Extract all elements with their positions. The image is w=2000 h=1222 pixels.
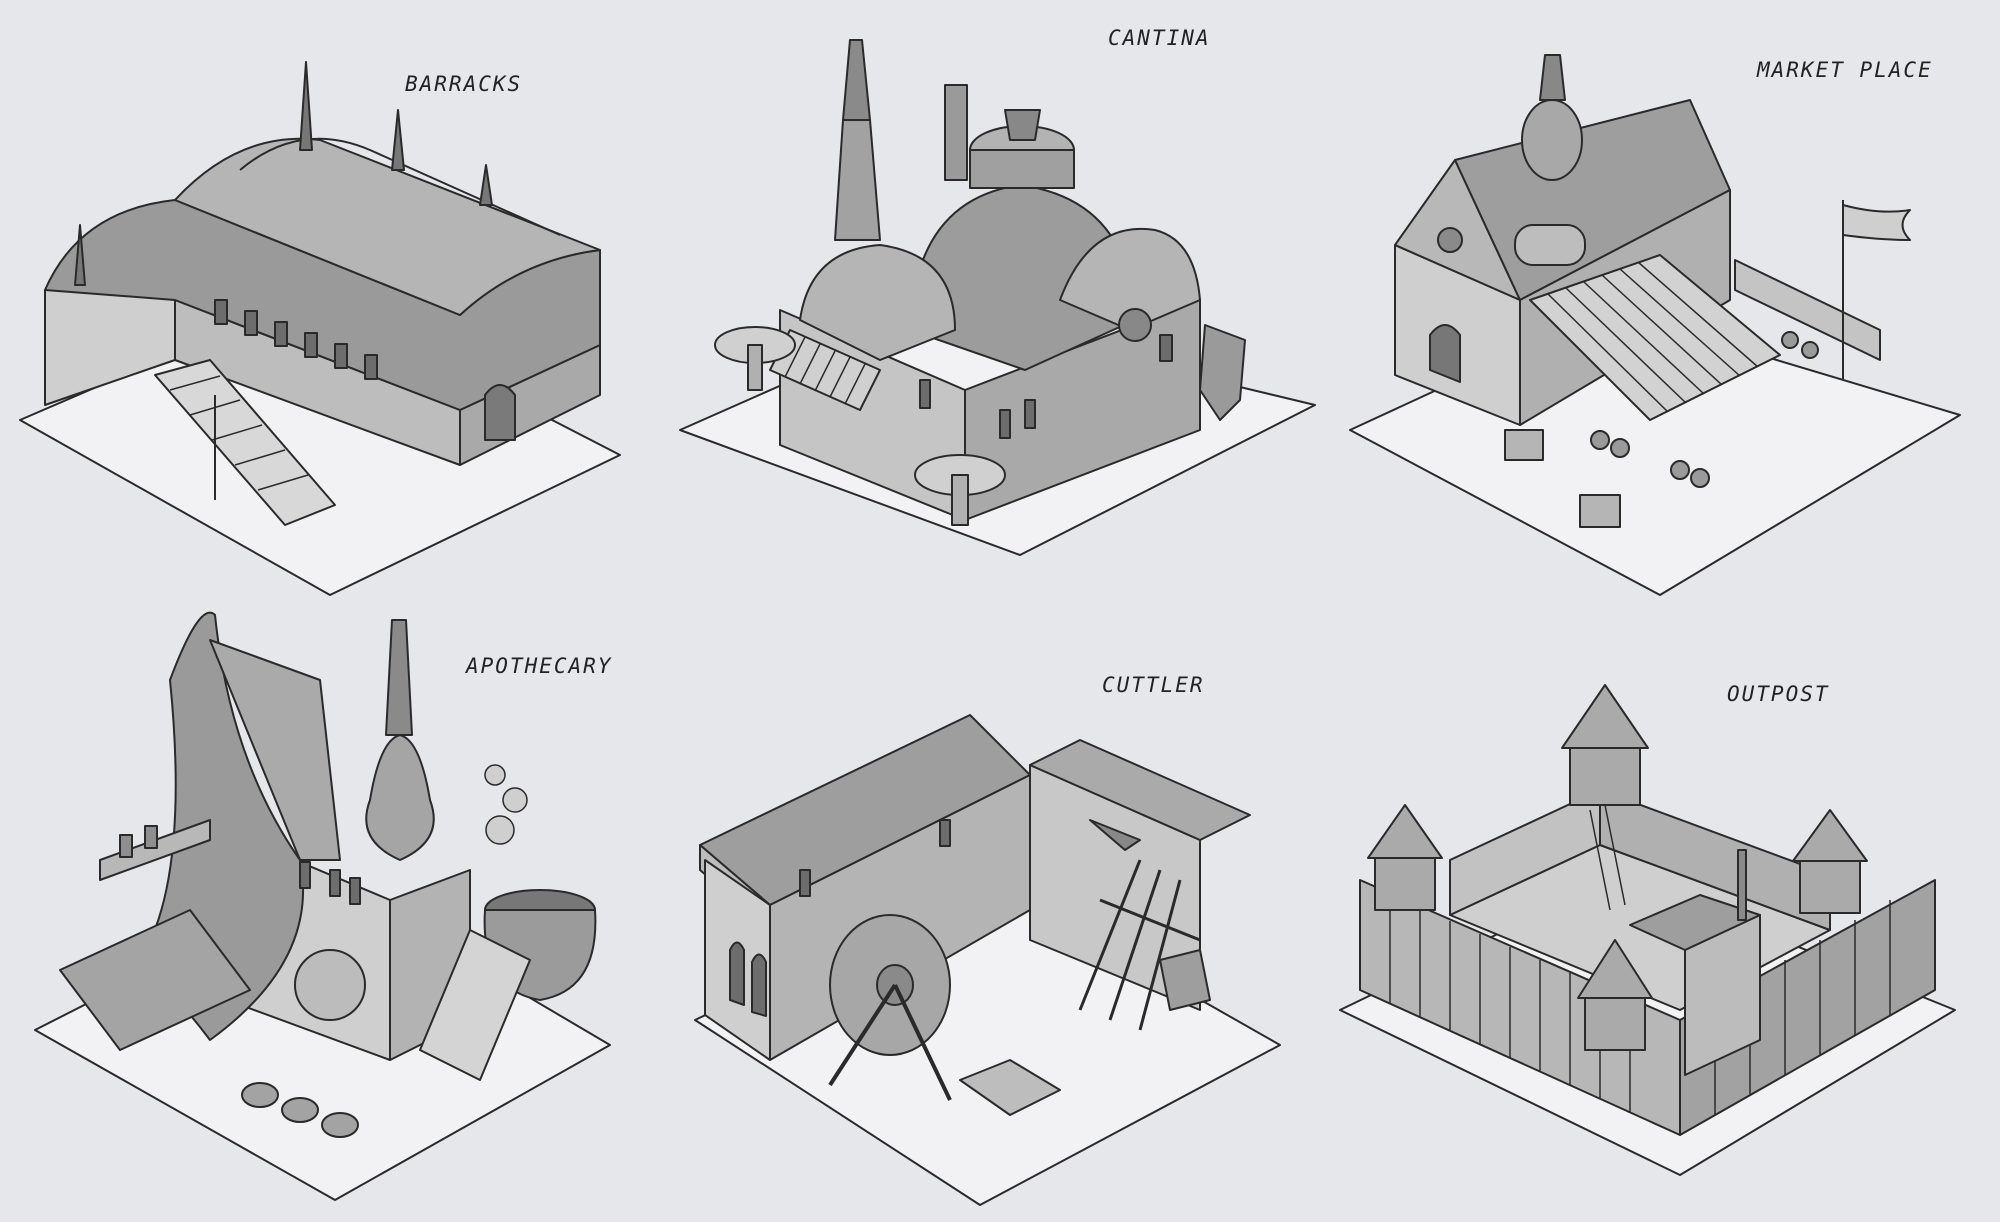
market-place-label: MARKET PLACE: [1757, 58, 1933, 82]
cuttler-label: CUTTLER: [1102, 673, 1205, 697]
cantina-label: CANTINA: [1108, 26, 1211, 50]
apothecary-label: APOTHECARY: [466, 654, 613, 678]
barracks-label: BARRACKS: [405, 72, 523, 96]
outpost-label: OUTPOST: [1727, 682, 1830, 706]
